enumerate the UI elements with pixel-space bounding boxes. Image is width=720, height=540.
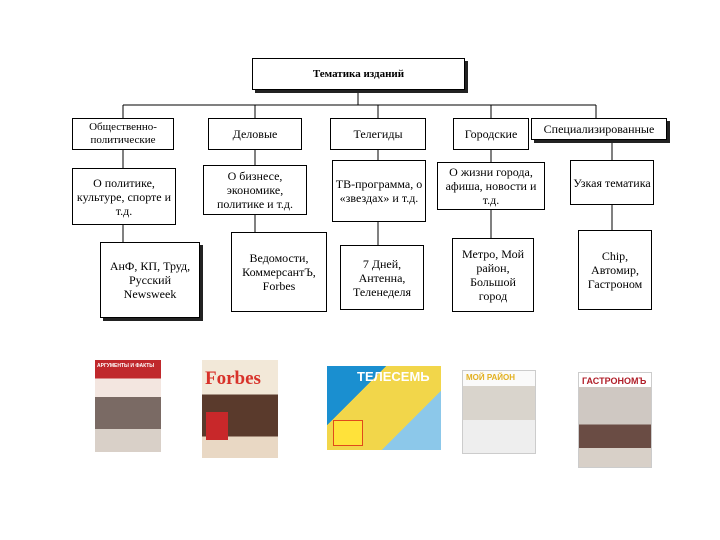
examples-tv-guides: 7 Дней, Антенна, Теленеделя: [340, 245, 424, 310]
examples-socio-political: АнФ, КП, Труд, Русский Newsweek: [100, 242, 200, 318]
category-business: Деловые: [208, 118, 302, 150]
root-node: Тематика изданий: [252, 58, 465, 90]
theme-tv-guides: ТВ-программа, о «звездах» и т.д.: [332, 160, 426, 222]
examples-city: Метро, Мой район, Большой город: [452, 238, 534, 312]
cover-telesem: ТЕЛЕСЕМЬ: [327, 366, 441, 450]
category-tv-guides: Телегиды: [330, 118, 426, 150]
theme-specialized: Узкая тематика: [570, 160, 654, 205]
cover-telesem-price-icon: [333, 420, 363, 446]
category-specialized: Специализированные: [531, 118, 667, 140]
examples-specialized: Chip, Автомир, Гастроном: [578, 230, 652, 310]
examples-business: Ведомости, КоммерсантЪ, Forbes: [231, 232, 327, 312]
cover-aif: АРГУМЕНТЫ И ФАКТЫ: [95, 360, 161, 452]
cover-gastronom: ГАСТРОНОМЪ: [578, 372, 652, 468]
category-city: Городские: [453, 118, 529, 150]
cover-forbes: Forbes: [202, 360, 278, 458]
cover-forbes-badge-icon: [206, 412, 228, 440]
category-socio-political: Общественно-политические: [72, 118, 174, 150]
cover-moy-rayon: МОЙ РАЙОН: [462, 370, 536, 454]
theme-business: О бизнесе, экономике, политике и т.д.: [203, 165, 307, 215]
theme-socio-political: О политике, культуре, спорте и т.д.: [72, 168, 176, 225]
theme-city: О жизни города, афиша, новости и т.д.: [437, 162, 545, 210]
